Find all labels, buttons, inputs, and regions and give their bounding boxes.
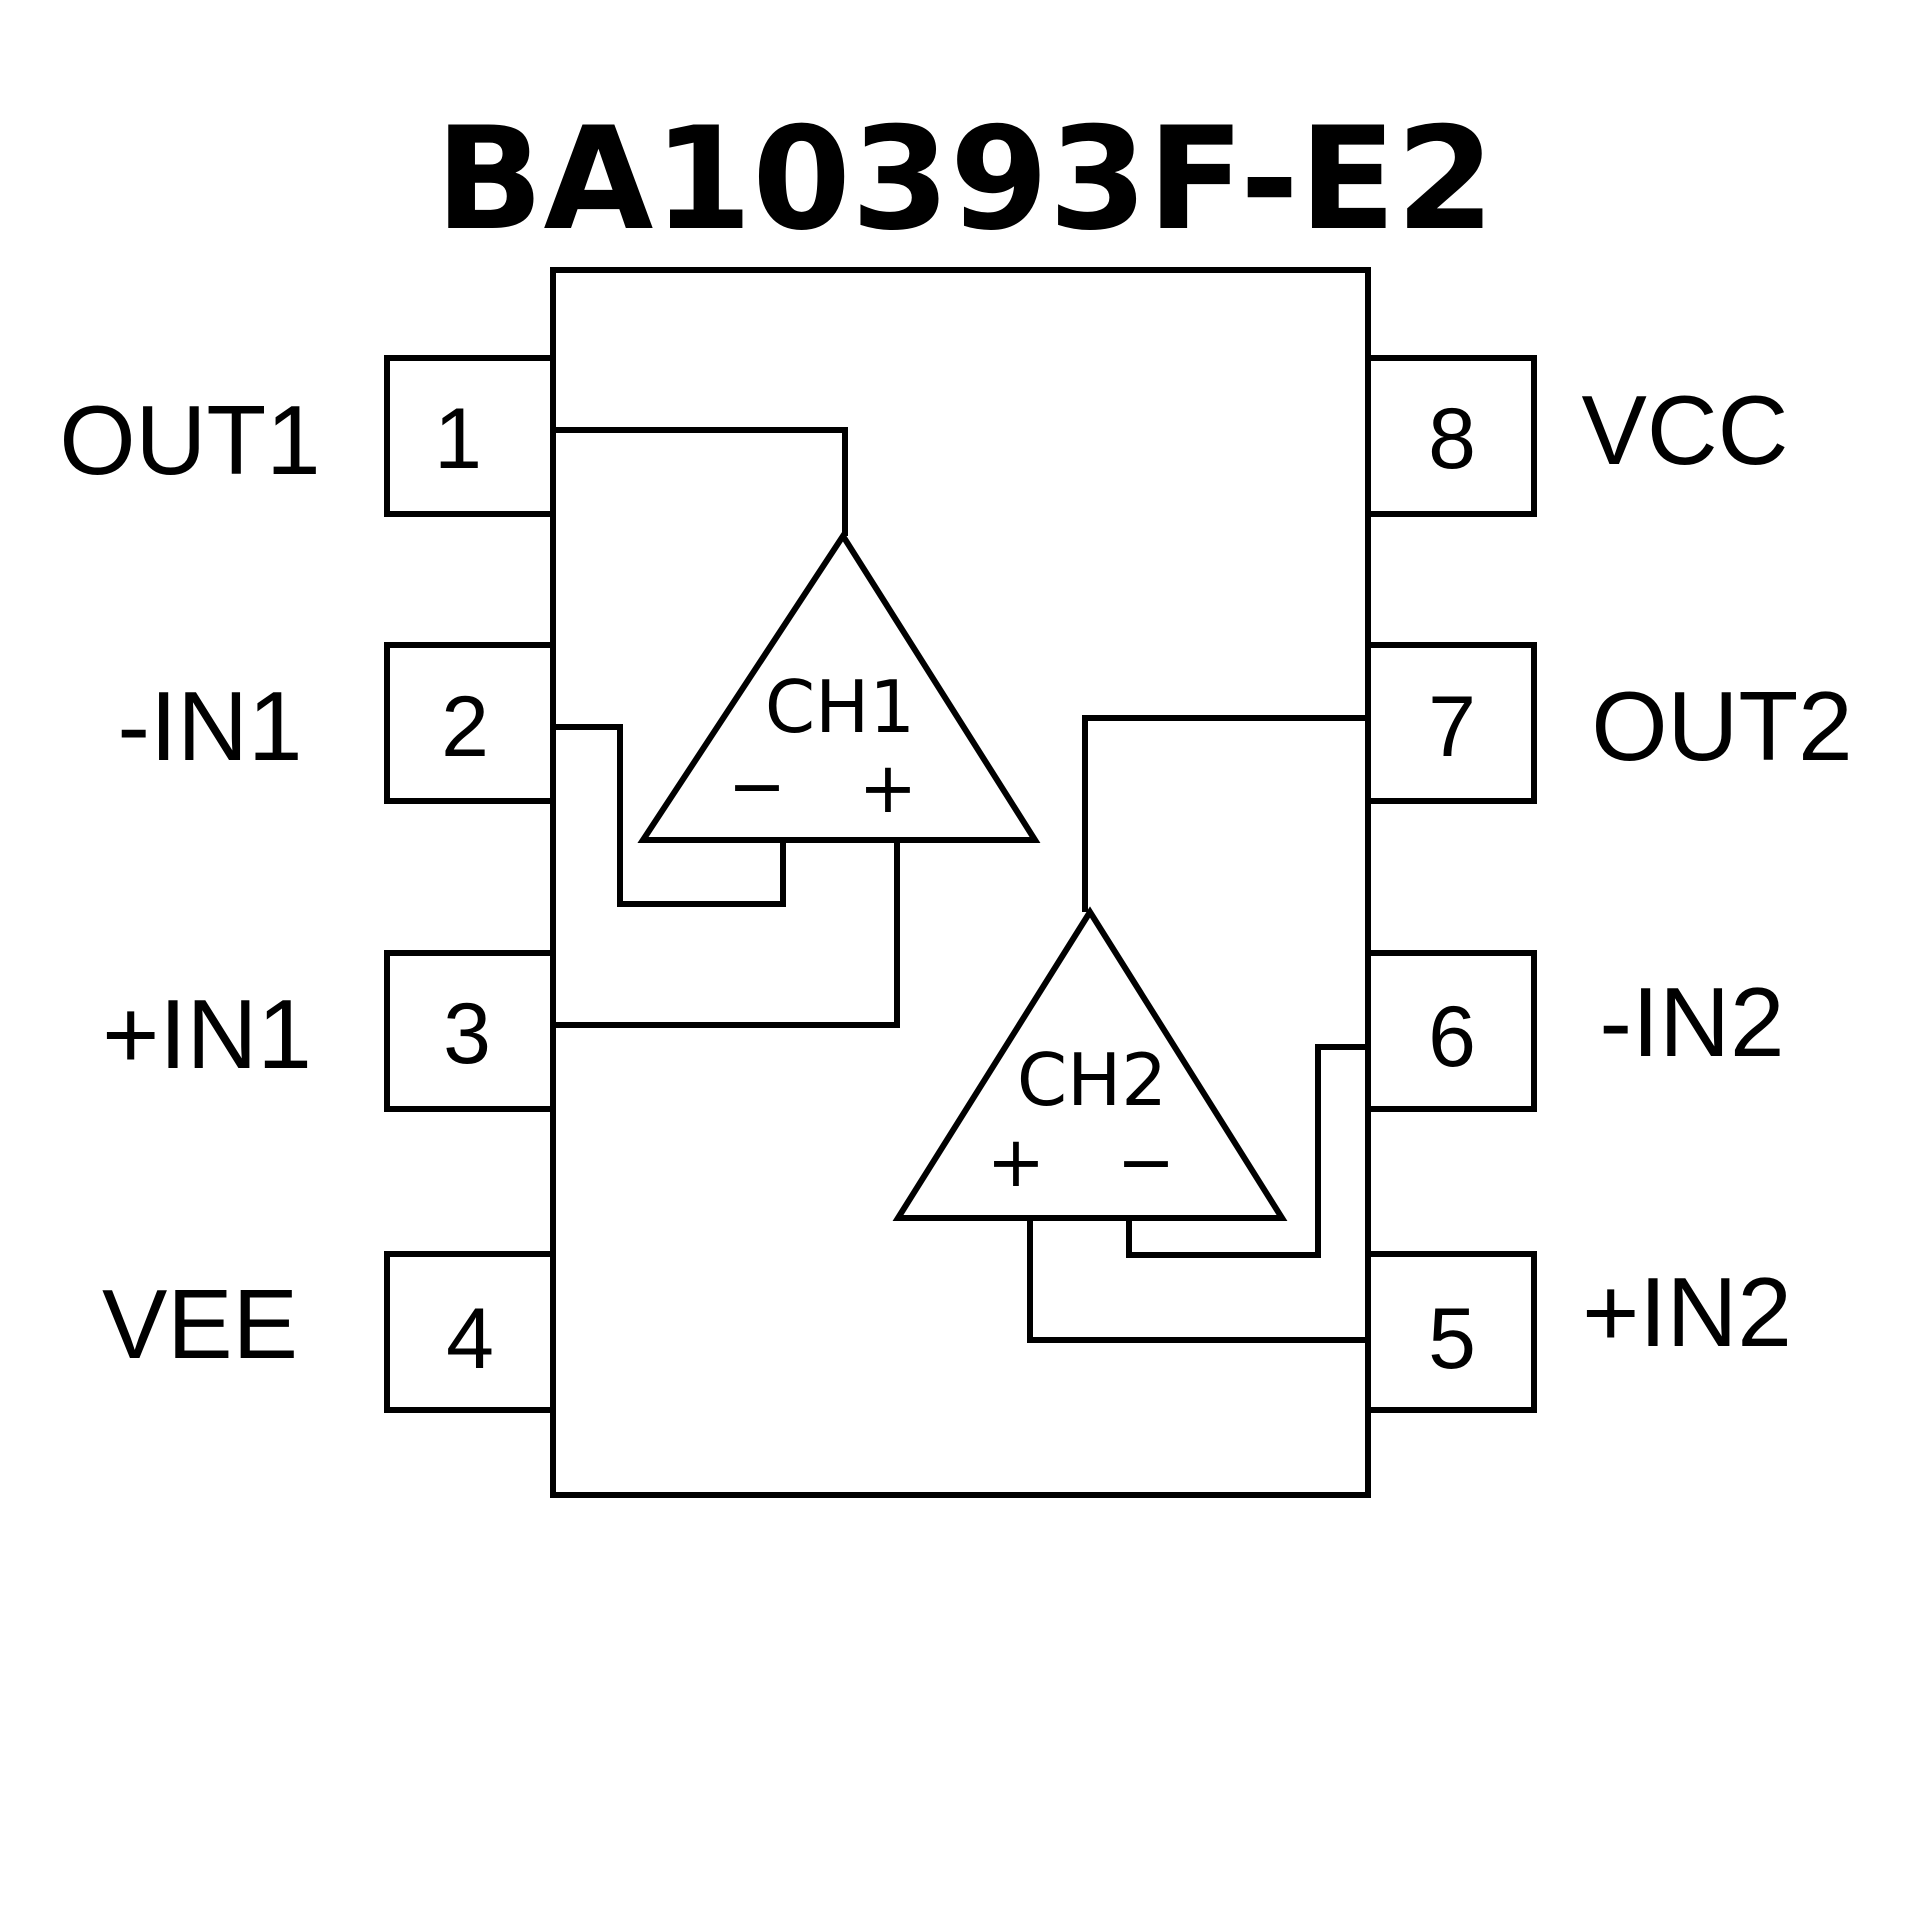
wire-out2 bbox=[1082, 715, 1368, 912]
wire-in2-plus bbox=[1027, 1218, 1368, 1343]
pin-label: -IN1 bbox=[117, 671, 302, 781]
pin-box bbox=[384, 950, 556, 1112]
pin-box bbox=[1365, 355, 1537, 517]
pin-number: 7 bbox=[1428, 679, 1476, 775]
pin-box bbox=[1365, 642, 1537, 804]
wire-in1-minus bbox=[553, 724, 786, 907]
pin-label: +IN1 bbox=[102, 979, 312, 1089]
chip-title: BA10393F-E2 bbox=[435, 97, 1495, 262]
wire-out1 bbox=[553, 427, 848, 536]
minus-sign: − bbox=[1117, 1121, 1176, 1203]
plus-sign: + bbox=[987, 1121, 1046, 1203]
comparator-ch2: CH2 + − bbox=[892, 906, 1288, 1221]
comparator-ch1: CH1 − + bbox=[637, 530, 1041, 843]
pin-6: 6 -IN2 bbox=[1365, 950, 1785, 1112]
minus-sign: − bbox=[728, 745, 787, 827]
pin-number: 6 bbox=[1428, 989, 1476, 1085]
comparator-triangle bbox=[637, 530, 1041, 843]
pin-2: 2 -IN1 bbox=[117, 642, 556, 804]
pin-8: 8 VCC bbox=[1365, 355, 1789, 517]
pin-3: 3 +IN1 bbox=[102, 950, 556, 1112]
pin-box bbox=[384, 355, 556, 517]
pin-box bbox=[1365, 1251, 1537, 1413]
pin-label: OUT1 bbox=[59, 385, 320, 495]
pin-number: 2 bbox=[441, 679, 489, 775]
pin-1: 1 OUT1 bbox=[59, 355, 556, 517]
pin-4: 4 VEE bbox=[102, 1251, 556, 1413]
pin-7: 7 OUT2 bbox=[1365, 642, 1853, 804]
ic-body bbox=[550, 267, 1371, 1498]
pin-box bbox=[384, 642, 556, 804]
pin-label: VCC bbox=[1582, 375, 1789, 485]
pin-box bbox=[1365, 950, 1537, 1112]
pin-box bbox=[384, 1251, 556, 1413]
channel-label: CH1 bbox=[765, 665, 915, 749]
pin-label: +IN2 bbox=[1582, 1257, 1792, 1367]
pin-label: OUT2 bbox=[1591, 671, 1852, 781]
pin-number: 8 bbox=[1428, 391, 1476, 487]
pin-5: 5 +IN2 bbox=[1365, 1251, 1792, 1413]
pin-number: 1 bbox=[434, 391, 482, 487]
pin-label: -IN2 bbox=[1599, 967, 1784, 1077]
pin-number: 5 bbox=[1428, 1291, 1476, 1387]
wire-in2-minus bbox=[1126, 1044, 1368, 1258]
pin-number: 3 bbox=[443, 986, 491, 1082]
channel-label: CH2 bbox=[1017, 1038, 1167, 1122]
wire-in1-plus bbox=[553, 840, 900, 1028]
comparator-triangle bbox=[892, 906, 1288, 1221]
pin-label: VEE bbox=[102, 1269, 298, 1379]
pin-number: 4 bbox=[446, 1291, 494, 1387]
plus-sign: + bbox=[859, 747, 918, 829]
